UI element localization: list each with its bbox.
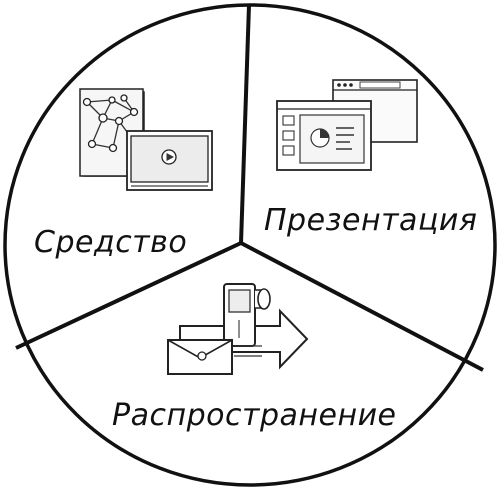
divider-top (239, 4, 251, 244)
browser-window-with-slide-icon (276, 79, 418, 171)
media-player-device (223, 283, 271, 347)
outer-circle (3, 3, 497, 487)
divider-left (15, 241, 242, 350)
divider-right (240, 241, 484, 372)
media-player-envelope-arrow-icon (167, 283, 309, 375)
sector-label-tool: Средство (34, 225, 188, 260)
slide-window (276, 100, 372, 171)
network-graph-with-video-player-icon (79, 88, 213, 191)
sector-label-distribution: Распространение (112, 398, 397, 433)
video-player-window (126, 130, 213, 191)
envelope-shape (167, 339, 262, 375)
sector-label-presentation: Презентация (264, 203, 478, 238)
